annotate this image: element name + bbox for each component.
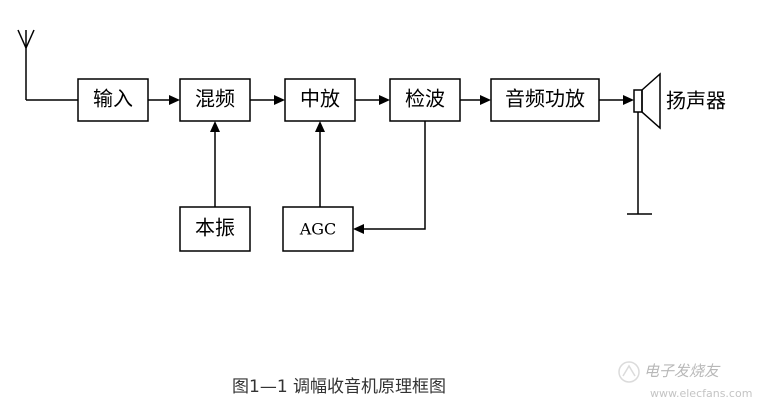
block-audio-amp-label: 音频功放 (505, 87, 585, 111)
arrow-if-amp-to-detector (355, 95, 390, 105)
block-mixer: 混频 (179, 78, 251, 122)
arrow-input-to-mixer (148, 95, 180, 105)
block-agc: AGC (282, 206, 354, 252)
watermark: 电子发烧友 www.elecfans.com (618, 361, 752, 400)
block-if-amp: 中放 (284, 78, 356, 122)
watermark-brand: 电子发烧友 (644, 362, 721, 380)
block-audio-amp: 音频功放 (490, 78, 600, 122)
arrow-mixer-to-if-amp (250, 95, 285, 105)
block-local-osc: 本振 (179, 206, 251, 252)
arrow-detector-to-audio-amp (460, 95, 491, 105)
block-local-osc-label: 本振 (195, 216, 235, 240)
figure-caption: 图1—1 调幅收音机原理框图 (232, 377, 446, 397)
block-detector-label: 检波 (405, 87, 445, 111)
arrow-detector-to-agc (353, 121, 426, 234)
block-input: 输入 (77, 78, 149, 122)
block-agc-label: AGC (299, 220, 337, 239)
block-mixer-label: 混频 (195, 87, 235, 111)
antenna-icon (17, 29, 35, 100)
watermark-url: www.elecfans.com (650, 387, 752, 400)
arrow-audio-amp-to-speaker (599, 95, 634, 105)
speaker-label: 扬声器 (666, 89, 726, 113)
block-input-label: 输入 (93, 87, 133, 111)
ground-icon (627, 112, 652, 215)
arrow-agc-to-if-amp (315, 121, 325, 207)
arrow-local-osc-to-mixer (210, 121, 220, 207)
block-detector: 检波 (389, 78, 461, 122)
block-if-amp-label: 中放 (300, 87, 340, 111)
watermark-logo-icon (618, 361, 640, 383)
